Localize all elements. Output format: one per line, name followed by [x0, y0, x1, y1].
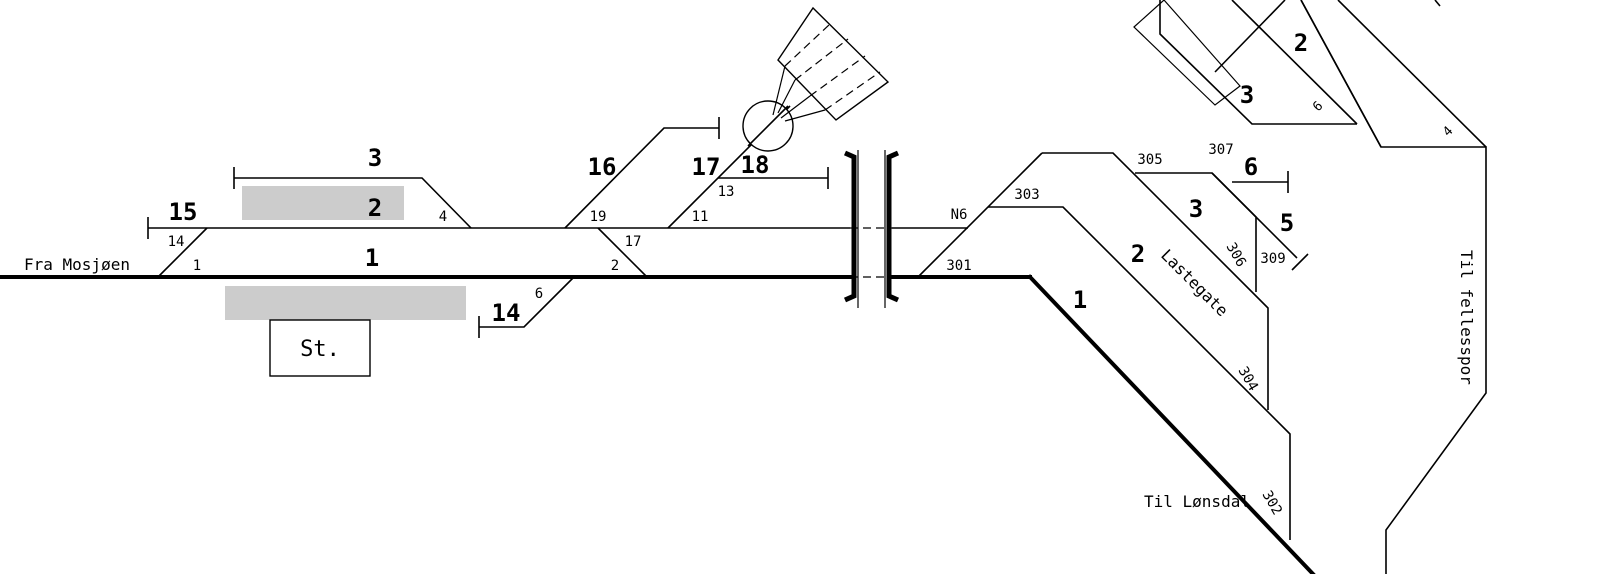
- track-label-17: 17: [692, 153, 721, 181]
- switch-label-307: 307: [1208, 142, 1233, 158]
- upper-yard-track-3: [1159, 0, 1357, 125]
- track-label-1-right: 1: [1073, 286, 1087, 314]
- track-14: [479, 276, 575, 328]
- engine-shed: [777, 6, 890, 121]
- switch-301-diagonal: [917, 152, 1043, 278]
- switch-label-309: 309: [1260, 251, 1285, 267]
- switch-label-6: 6: [535, 286, 543, 302]
- buffer-stop-5: [1291, 253, 1309, 271]
- track-3-right-outer: [1211, 172, 1298, 259]
- shed-track-4: [784, 109, 826, 122]
- switch-label-11: 11: [692, 209, 709, 225]
- label-lastegate: Lastegate: [1157, 245, 1232, 320]
- bridge-right-abutment: [886, 150, 900, 303]
- track-label-14: 14: [492, 299, 521, 327]
- label-til-lonsdal: Til Lønsdal: [1144, 492, 1250, 511]
- switch-1-diagonal: [157, 227, 208, 278]
- track-label-3-left: 3: [368, 144, 382, 172]
- track-label-2-left: 2: [368, 194, 382, 222]
- switch-label-6-top: 6: [1310, 99, 1326, 115]
- switch-label-4: 4: [439, 209, 447, 225]
- track-16: [564, 127, 719, 229]
- label-til-fellesspor: Til fellesspor: [1457, 250, 1476, 385]
- shed-dash-3: [809, 55, 866, 97]
- switch-label-4-top: 4: [1440, 124, 1456, 140]
- track-label-6: 6: [1244, 153, 1258, 181]
- turntable-bridge: [747, 105, 789, 147]
- track-label-1-left: 1: [365, 244, 379, 272]
- upper-yard-top-right: [1337, 0, 1487, 148]
- platform-lower: [225, 286, 466, 320]
- goods-shed: [1133, 0, 1241, 106]
- track-label-15: 15: [169, 198, 198, 226]
- track-outer-right: [1042, 152, 1269, 410]
- label-fra-mosjoen: Fra Mosjøen: [24, 255, 130, 274]
- switch-label-1: 1: [193, 258, 201, 274]
- track-label-3-right: 3: [1189, 195, 1203, 223]
- switch-label-2: 2: [611, 258, 619, 274]
- station-building: [269, 319, 371, 377]
- switch-label-301: 301: [946, 258, 971, 274]
- upper-yard-cross: [1214, 0, 1286, 73]
- track-2-right: [988, 206, 1291, 540]
- shed-dash-2: [794, 38, 849, 81]
- switch-label-304: 304: [1235, 364, 1262, 394]
- upper-yard-stub: [1434, 0, 1441, 7]
- track-label-2-top: 2: [1294, 29, 1308, 57]
- switch-label-N6: N6: [951, 207, 968, 223]
- shed-track-1: [772, 65, 786, 116]
- track-label-18: 18: [741, 151, 770, 179]
- switch-label-14: 14: [168, 234, 185, 250]
- shed-dash-4: [824, 71, 881, 111]
- switch-label-19: 19: [590, 209, 607, 225]
- shed-track-3: [780, 95, 811, 119]
- switch-label-305: 305: [1137, 152, 1162, 168]
- switch-label-17: 17: [625, 234, 642, 250]
- track-3-left: [234, 177, 472, 229]
- switch-label-303: 303: [1014, 187, 1039, 203]
- fellesspor-diagonal: [1300, 0, 1382, 148]
- switch-label-302: 302: [1259, 488, 1286, 518]
- crossover-2-17: [597, 227, 648, 278]
- track-label-2-right: 2: [1131, 240, 1145, 268]
- track-label-16: 16: [588, 153, 617, 181]
- bridge-left-abutment: [843, 150, 857, 303]
- shed-dash-1: [784, 23, 831, 67]
- upper-yard-track-2: [1231, 0, 1358, 125]
- platform-upper: [242, 186, 404, 220]
- track-label-5: 5: [1280, 209, 1294, 237]
- station-label: St.: [300, 337, 340, 362]
- track-label-3-top: 3: [1240, 81, 1254, 109]
- main-line-south: [1027, 274, 1316, 574]
- switch-label-13: 13: [718, 184, 735, 200]
- shed-track-2: [777, 79, 796, 114]
